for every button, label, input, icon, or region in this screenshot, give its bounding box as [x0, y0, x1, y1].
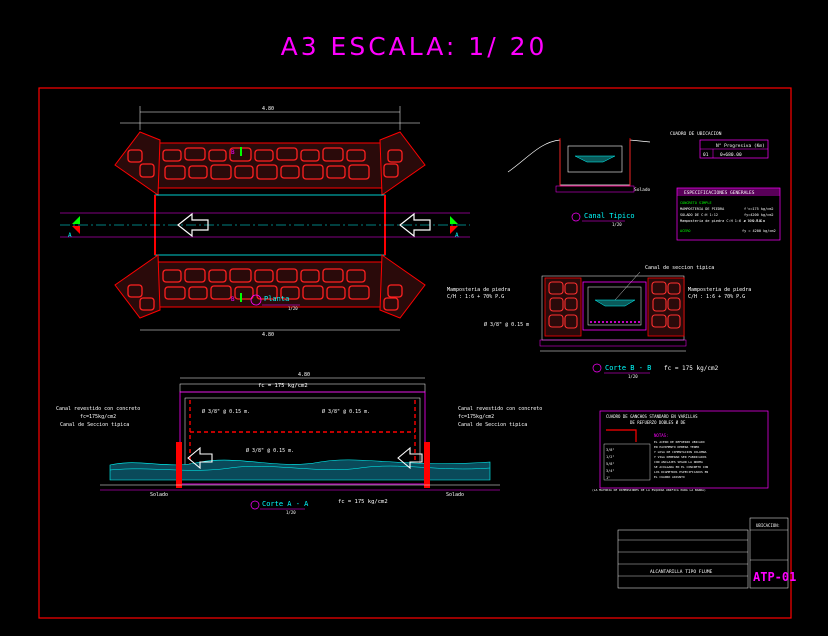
title-block: ALCANTARILLA TIPO FLUME UBICACION: ATP-0… — [617, 517, 796, 589]
project-name: ALCANTARILLA TIPO FLUME — [650, 569, 713, 575]
plan-wingwall-br — [379, 254, 426, 319]
spec-line: MAMPOSTERIA DE PIEDRA — [680, 207, 725, 211]
plan-view: 4.80 — [60, 106, 470, 338]
spec-line: Mamposteria de piedra C:H 1:6 + 70% P.G. — [680, 219, 764, 223]
rebar-title1: CUADRO DE GANCHOS STANDARD EN VARILLAS — [606, 414, 698, 419]
plan-label: Planta — [264, 295, 289, 303]
sheet-border — [38, 87, 792, 619]
rebar-row: 1/2" — [606, 455, 614, 459]
section-a-bar1: Ø 3/8" @ 0.15 m. — [202, 408, 250, 415]
rebar-footer: (LA MAYORIA DE DIMENSIONES DE LA ESQUINA… — [592, 488, 706, 492]
section-a-dim-top: 4.80 — [298, 372, 310, 378]
section-a-label: Corte A - A — [262, 500, 309, 508]
rebar-row: 3/8" — [606, 448, 614, 452]
rebar-note: Y VIGA DEBERAN SER FABRICADOS — [654, 455, 707, 459]
plan-dim-top: 4.80 — [262, 106, 274, 112]
section-b-left-note2: C/H : 1:6 + 70% P.G — [447, 294, 504, 300]
rebar-row: 3/4" — [606, 469, 614, 473]
canal-tipico-label: Canal Tipico — [584, 212, 635, 220]
flow-arrow-icon — [177, 212, 209, 238]
canal-solado: Solado — [634, 187, 651, 193]
rebar-row: 1" — [606, 476, 610, 480]
sheet-code: ATP-01 — [753, 570, 796, 584]
plan-marker-b-bottom: B — [231, 296, 235, 303]
rebar-notes-title: NOTAS: — [654, 433, 668, 438]
plan-marker-b-top: B — [231, 149, 235, 156]
section-a-left-note3: Canal de Seccion tipica — [60, 422, 129, 428]
section-b-right-note2: C/H : 1:6 + 70% P.G — [688, 294, 745, 300]
location-row-value: 0+680.00 — [720, 152, 742, 158]
location-table-title: CUADRO DE UBICACION — [670, 131, 722, 137]
rebar-row: 5/8" — [606, 462, 614, 466]
section-a-right-note2: fc=175kg/cm2 — [458, 414, 494, 420]
section-a-right-note1: Canal revestido con concreto — [458, 406, 542, 412]
rebar-table: CUADRO DE GANCHOS STANDARD EN VARILLAS D… — [592, 410, 769, 492]
general-specs: ESPECIFICACIONES GENERALES CONCRETO SIMP… — [676, 187, 781, 241]
section-a-left-note1: Canal revestido con concreto — [56, 406, 140, 412]
section-a-solado-left: Solado — [150, 492, 168, 498]
section-b-b: Canal de seccion tipica Mamposteria de p… — [447, 265, 751, 379]
rebar-title2: DE REFUERZO DOBLES Ø DE — [630, 420, 686, 425]
location-col: N° Progresiva (Km) — [716, 143, 765, 149]
flow-arrow-icon — [187, 446, 213, 470]
flow-arrow-icon — [399, 212, 431, 238]
location-table: CUADRO DE UBICACION N° Progresiva (Km) 0… — [670, 131, 769, 159]
section-a-solado-right: Solado — [446, 492, 464, 498]
spec-line: ACERO — [680, 229, 691, 233]
section-a-bar3: Ø 3/8" @ 0.15 m. — [246, 447, 294, 454]
section-a-right-note3: Canal de Seccion tipica — [458, 422, 527, 428]
spec-value: f'c=175 kg/cm2 — [744, 207, 774, 211]
rebar-note: EL CUADRO ADJUNTO — [654, 475, 685, 479]
section-a-left-note2: fc=175kg/cm2 — [80, 414, 116, 420]
plan-marker-a-left: A — [68, 232, 72, 239]
location-header: UBICACION: — [756, 523, 780, 528]
section-b-scale: 1/20 — [628, 374, 638, 379]
section-a-fc-bottom: fc = 175 kg/cm2 — [338, 499, 388, 505]
specs-title: ESPECIFICACIONES GENERALES — [684, 190, 755, 196]
spec-value: fy=4200 kg/cm2 — [744, 213, 774, 217]
rebar-note: LOS DIAMETROS ESPECIFICADOS EN — [654, 470, 708, 474]
plan-marker-a-right: A — [455, 232, 459, 239]
section-a-a: 4.80 fc = 175 kg/cm2 Ø 3/8" @ 0.15 m. Ø … — [56, 372, 542, 515]
rebar-note: EN PAVIMENTO DEBERA TENER — [654, 445, 699, 449]
spec-line: CONCRETO SIMPLE — [680, 201, 712, 205]
section-a-bar2: Ø 3/8" @ 0.15 m. — [322, 408, 370, 415]
flow-arrow-icon — [397, 446, 423, 470]
canal-tipico-scale: 1/20 — [612, 222, 622, 227]
section-b-right-note1: Mamposteria de piedra — [688, 287, 751, 293]
rebar-note: EL ACERO DE REFUERZO UBICADO — [654, 440, 705, 444]
section-a-fc-top: fc = 175 kg/cm2 — [258, 383, 308, 389]
spec-line: SOLADO DE C:H 1:12 — [680, 213, 718, 217]
section-b-concrete: fc = 175 kg/cm2 — [664, 365, 719, 372]
section-a-scale: 1/20 — [286, 510, 296, 515]
section-b-left-note1: Mamposteria de piedra — [447, 287, 510, 293]
section-b-label: Corte B - B — [605, 364, 651, 372]
section-b-bar-note: Ø 3/8" @ 0.15 m — [484, 321, 529, 328]
plan-dim-bottom: 4.80 — [262, 332, 274, 338]
spec-value: e = 0.10 m — [744, 219, 765, 223]
plan-wingwall-tl — [114, 131, 161, 196]
canal-tipico: Solado Canal Tipico 1/20 — [507, 138, 651, 227]
spec-value: fy = 4200 kg/cm2 — [742, 229, 776, 233]
section-b-top-note: Canal de seccion tipica — [645, 265, 714, 271]
rebar-note: CON ANCLAJES SEGUN LA NORMA — [654, 460, 703, 464]
location-row-no: 01 — [703, 152, 709, 158]
plan-scale: 1/20 — [288, 306, 298, 311]
sheet-title: A3 ESCALA: 1/ 20 — [280, 32, 548, 61]
rebar-note: Y LOSA DE CIMENTACION COLUMNA — [654, 450, 707, 454]
plan-wingwall-bl — [114, 254, 161, 319]
rebar-note: SE ACOLGARA EN EL CONCRETO CON — [654, 465, 708, 469]
